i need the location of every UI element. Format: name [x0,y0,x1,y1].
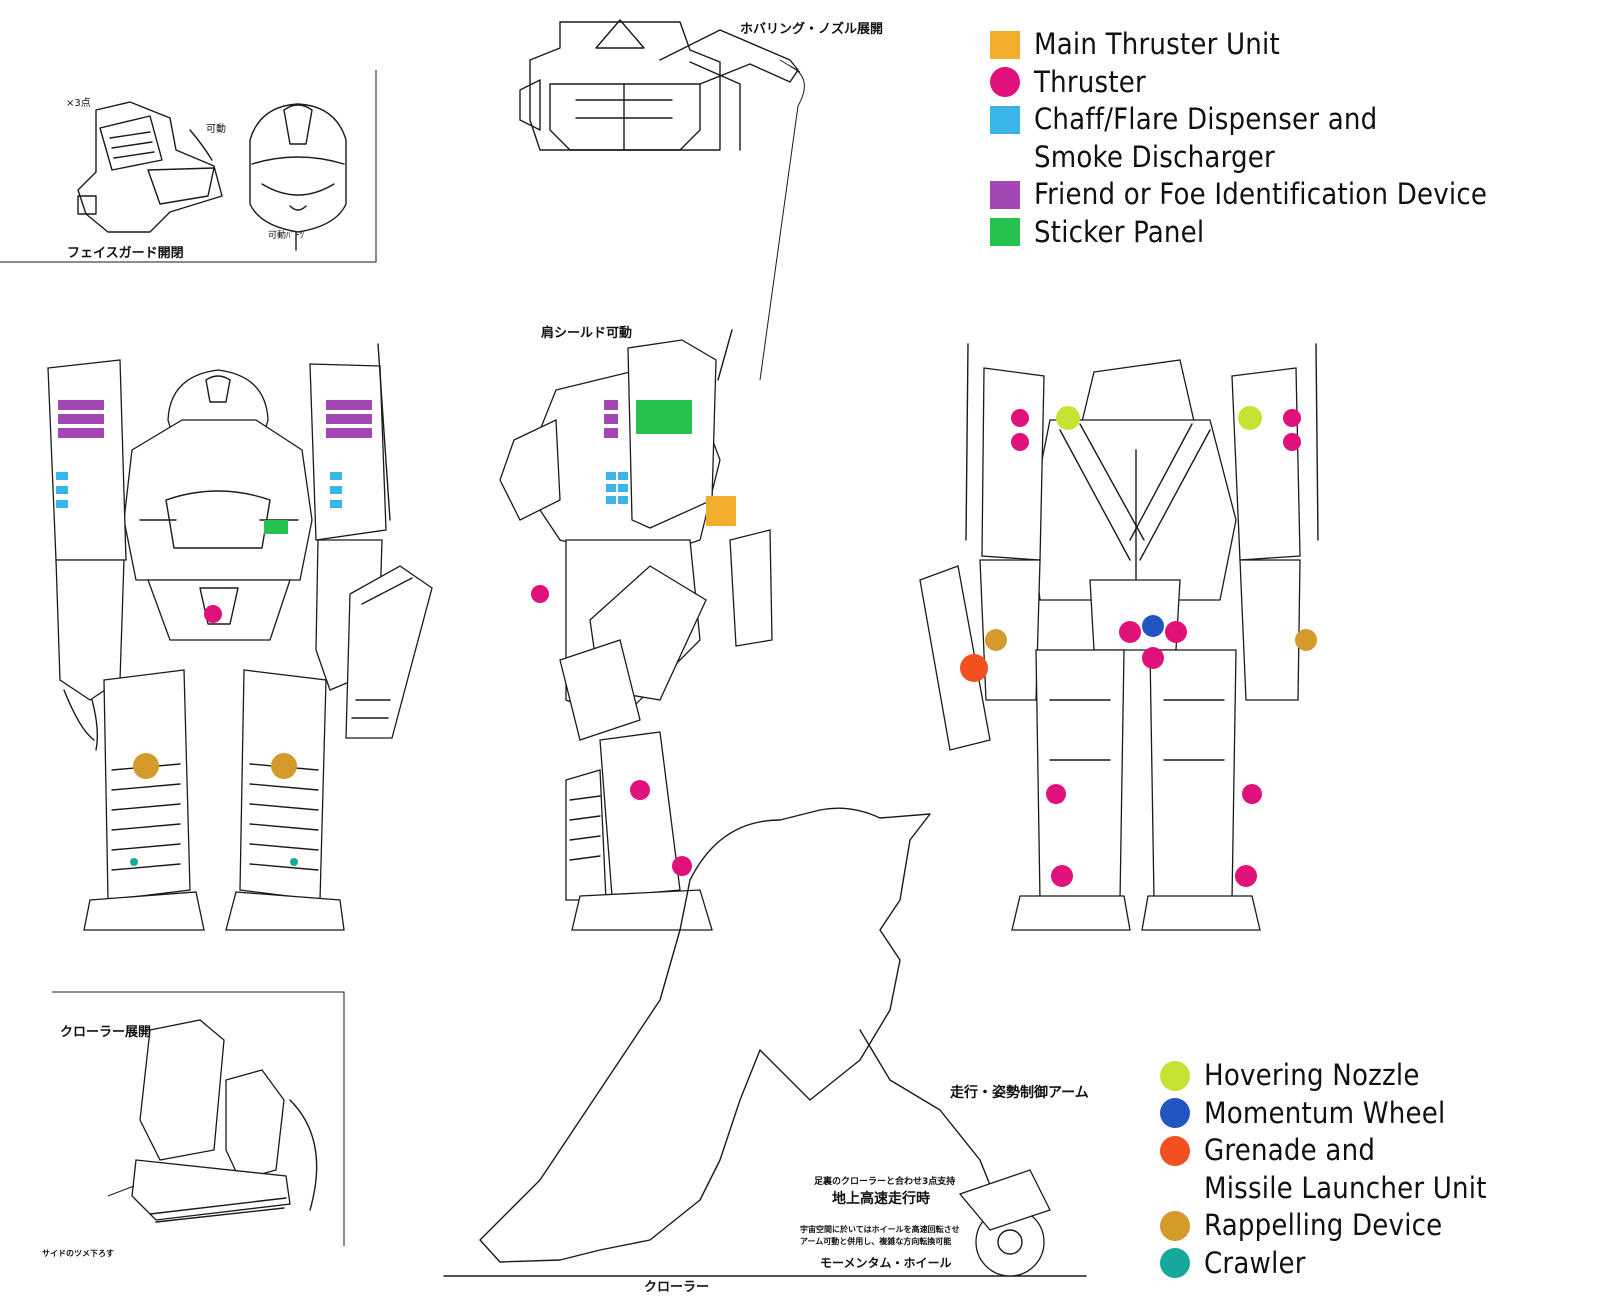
legend-label-cont: Smoke Discharger [1034,139,1275,174]
high-speed-label: 地上高速走行時 [832,1191,930,1207]
hover-nozzle-markers [1056,406,1262,430]
legend-item-grenade: Grenade and [1160,1132,1487,1170]
crawler-deploy-label: クローラー展開 [60,1025,152,1040]
legend-item-rappelling: Rappelling Device [1160,1207,1487,1245]
hover-nozzle-deploy-label: ホバリング・ノズル展開 [740,22,884,37]
momentum-wheel-markers [1142,615,1164,637]
chaff-markers [56,472,628,508]
legend-label-cont: Missile Launcher Unit [1204,1170,1487,1205]
legend-label: Friend or Foe Identification Device [1034,177,1488,212]
legend-label: Grenade and [1204,1133,1376,1168]
backpack-sketch [519,19,805,381]
hover-nozzle-swatch [1160,1060,1190,1091]
thruster-swatch [990,67,1020,98]
legend-bottom: Hovering Nozzle Momentum Wheel Grenade a… [1160,1057,1487,1282]
legend-item-momentum-wheel: Momentum Wheel [1160,1095,1487,1133]
drive-arm-label: 走行・姿勢制御アーム [950,1085,1089,1101]
iff-markers [58,400,618,438]
iff-swatch [990,180,1020,209]
legend-item-chaff-cont: Smoke Discharger [990,139,1487,177]
front-view [47,343,433,931]
legend-item-iff: Friend or Foe Identification Device [990,176,1487,214]
thruster-markers [204,409,1301,887]
legend-item-sticker: Sticker Panel [990,214,1487,252]
legend-label: Sticker Panel [1034,214,1205,249]
side-claw-label: サイドのツメ下ろす [42,1249,114,1258]
legend-item-crawler: Crawler [1160,1245,1487,1283]
momentum-wheel-jp-label: モーメンタム・ホイール [820,1256,952,1270]
space-note-2: アーム可動と併用し、複雑な方向転換可能 [800,1237,952,1246]
grenade-swatch [1160,1135,1190,1166]
legend-label: Main Thruster Unit [1034,27,1280,62]
sticker-swatch [990,218,1020,247]
legend-item-thruster: Thruster [990,64,1487,102]
chaff-swatch [990,105,1020,134]
faceguard-inset: ×3点 可動 可動ﾊﾟｰﾂ [0,70,377,263]
shoulder-shield-label: 肩シールド可動 [541,326,633,341]
sketch-note-2: 可動 [206,122,226,135]
legend-item-hover-nozzle: Hovering Nozzle [1160,1057,1487,1095]
legend-label: Momentum Wheel [1204,1095,1446,1130]
sketch-note-3: 可動ﾊﾟｰﾂ [268,230,305,241]
legend-item-main-thruster: Main Thruster Unit [990,26,1487,64]
grenade-markers [960,654,988,682]
three-point-label: 足裏のクローラーと合わせ3点支持 [814,1177,956,1187]
sticker-markers [264,400,692,534]
main-thruster-markers [706,496,736,526]
main-thruster-swatch [990,30,1020,59]
rappelling-markers [133,629,1317,779]
legend-top: Main Thruster Unit Thruster Chaff/Flare … [990,26,1487,251]
legend-item-chaff: Chaff/Flare Dispenser and [990,101,1487,139]
sketch-note-1: ×3点 [66,97,91,109]
faceguard-label: フェイスガード開閉 [67,246,184,261]
legend-item-grenade-cont: Missile Launcher Unit [1160,1170,1487,1208]
legend-label: Hovering Nozzle [1204,1058,1420,1093]
legend-label: Crawler [1204,1245,1306,1280]
back-view [919,343,1319,931]
rappelling-swatch [1160,1210,1190,1241]
momentum-wheel-swatch [1160,1098,1190,1129]
legend-label: Chaff/Flare Dispenser and [1034,102,1378,137]
silhouette-driving-mode [443,807,1087,1277]
crawler-jp-label: クローラー [644,1280,710,1295]
crawler-markers [130,858,298,866]
legend-label: Rappelling Device [1204,1208,1443,1243]
legend-label: Thruster [1034,64,1146,99]
crawler-swatch [1160,1248,1190,1279]
space-note-1: 宇宙空間に於いてはホイールを高速回転させ [800,1225,960,1234]
crawler-inset [52,991,345,1246]
